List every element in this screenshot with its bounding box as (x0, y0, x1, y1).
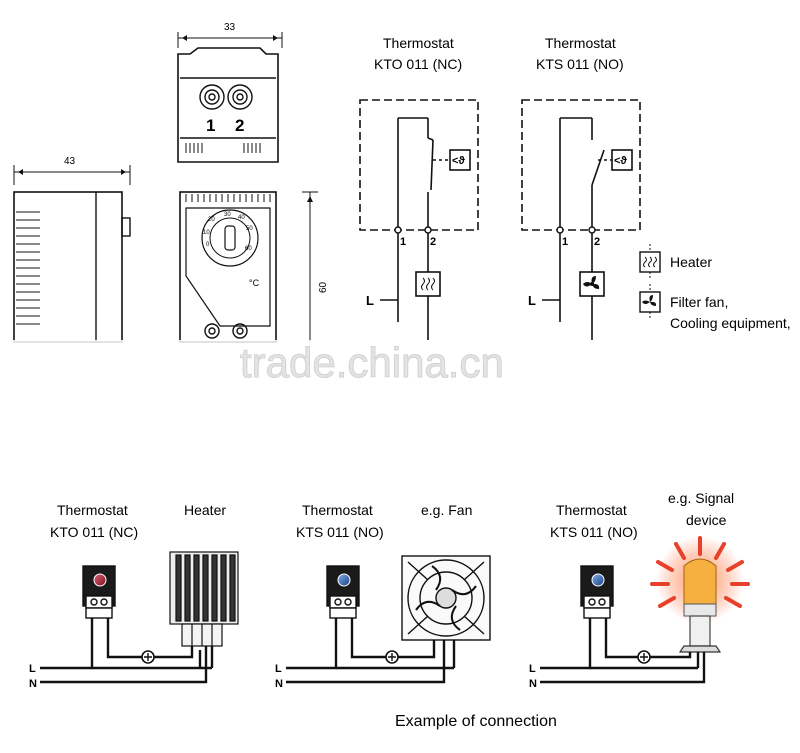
dial-mark-0: 0 (206, 242, 210, 248)
schematic-nc-line-label: L (366, 293, 374, 308)
dial-mark-40: 40 (238, 215, 245, 221)
watermark-text: trade.china.cn (240, 339, 504, 386)
dial-mark-60: 60 (245, 246, 252, 252)
example1-heater-device (169, 551, 239, 647)
schematic-nc-terminal-2: 2 (430, 236, 436, 248)
schematic-nc-sensor: <ϑ (452, 155, 465, 167)
example2-device-label: e.g. Fan (421, 502, 472, 518)
dimension-label-60: 60 (318, 281, 329, 293)
schematic-no-terminal-2: 2 (594, 236, 600, 248)
dimension-label-33: 33 (224, 22, 236, 33)
dimension-label-43: 43 (64, 156, 76, 167)
schematic-nc-terminal-1: 1 (400, 236, 406, 248)
top-view-drawing (177, 32, 283, 163)
example1-thermostat-device (82, 565, 116, 619)
connection-caption: Example of connection (395, 713, 557, 730)
schematic-nc-title-line2: KTO 011 (NC) (374, 56, 462, 72)
schematic-nc-title-line1: Thermostat (383, 35, 454, 51)
fan-symbol-icon (583, 276, 600, 289)
example1-thermostat-line2: KTO 011 (NC) (50, 524, 138, 540)
example3-N-label: N (529, 678, 537, 690)
schematic-no-sensor: <ϑ (614, 155, 627, 167)
example3-thermostat-device (580, 565, 614, 619)
schematic-no-title-line1: Thermostat (545, 35, 616, 51)
dial-mark-10: 10 (203, 230, 210, 236)
legend-heater-label: Heater (670, 254, 712, 270)
example2-thermostat-line2: KTS 011 (NO) (296, 524, 384, 540)
dial-mark-30: 30 (224, 212, 231, 218)
schematic-no-terminal-1: 1 (562, 236, 568, 248)
legend-heater-icon (639, 244, 661, 280)
schematic-no-circuit (521, 99, 641, 340)
dial-mark-50: 50 (246, 226, 253, 232)
example3-wiring (540, 618, 706, 684)
example3-signal-device (650, 536, 750, 653)
example1-N-label: N (29, 678, 37, 690)
terminal-label-1: 1 (206, 116, 215, 135)
schematic-no-line-label: L (528, 293, 536, 308)
example3-device-line2: device (686, 512, 727, 528)
front-unit-label: °C (249, 278, 260, 288)
example2-L-label: L (275, 663, 282, 675)
watermark-strip (0, 340, 800, 418)
example3-device-line1: e.g. Signal (668, 490, 734, 506)
legend-fan-label-line2: Cooling equipment, (670, 315, 791, 331)
example3-thermostat-line1: Thermostat (556, 502, 627, 518)
schematic-no-title-line2: KTS 011 (NO) (536, 56, 624, 72)
example2-fan-device (401, 555, 491, 641)
legend-fan-label-line1: Filter fan, (670, 294, 728, 310)
example2-thermostat-device (326, 565, 360, 619)
example3-thermostat-line2: KTS 011 (NO) (550, 524, 638, 540)
example1-thermostat-line1: Thermostat (57, 502, 128, 518)
side-view-drawing (13, 165, 131, 343)
terminal-label-2: 2 (235, 116, 244, 135)
example1-device-label: Heater (184, 502, 226, 518)
example2-thermostat-line1: Thermostat (302, 502, 373, 518)
example3-L-label: L (529, 663, 536, 675)
dial-mark-20: 20 (208, 217, 215, 223)
example1-L-label: L (29, 663, 36, 675)
example2-N-label: N (275, 678, 283, 690)
front-view-drawing (179, 191, 318, 343)
legend-fan-icon (639, 284, 661, 320)
schematic-nc-circuit (359, 99, 479, 340)
